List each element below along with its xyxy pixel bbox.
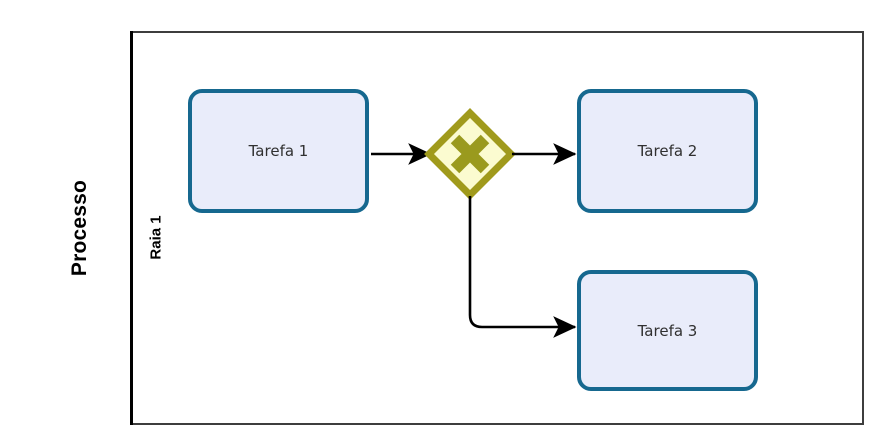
task-tarefa-2[interactable]: Tarefa 2 — [577, 89, 758, 213]
task-tarefa-3[interactable]: Tarefa 3 — [577, 270, 758, 391]
task-tarefa-1[interactable]: Tarefa 1 — [188, 89, 369, 213]
task-label: Tarefa 2 — [637, 142, 698, 160]
pool-header[interactable]: Processo — [31, 31, 133, 425]
task-label: Tarefa 1 — [248, 142, 309, 160]
task-label: Tarefa 3 — [637, 321, 698, 340]
lane-header-raia-1[interactable]: Raia 1 — [134, 33, 165, 423]
lane-title: Raia 1 — [147, 214, 165, 260]
pool-title: Processo — [68, 179, 92, 277]
